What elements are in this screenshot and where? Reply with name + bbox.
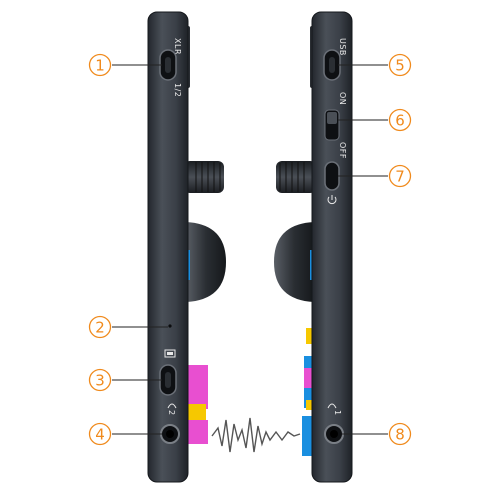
left-gain-knob xyxy=(184,161,224,193)
right-off-label: OFF xyxy=(338,142,347,159)
right-power-switch-slider xyxy=(327,112,337,124)
callout-1: 1 xyxy=(88,53,162,77)
right-audio-jack-inner xyxy=(330,430,338,438)
callout-3-number: 3 xyxy=(95,372,105,390)
callout-2-number: 2 xyxy=(95,319,105,337)
left-xlr-channel-label: 1/2 xyxy=(173,83,182,97)
callout-4-number: 4 xyxy=(95,426,105,444)
right-volume-wheel xyxy=(274,222,314,302)
callout-2: 2 xyxy=(88,315,168,339)
callout-6-number: 6 xyxy=(395,112,405,130)
callout-6: 6 xyxy=(338,108,412,132)
callout-7-number: 7 xyxy=(395,168,405,186)
right-device: USB ON OFF 1 xyxy=(274,11,353,483)
callout-7: 7 xyxy=(338,164,412,188)
callout-1-number: 1 xyxy=(95,57,105,75)
left-volume-wheel xyxy=(186,222,226,302)
right-input-1-label: 1 xyxy=(333,410,342,416)
right-gain-knob xyxy=(276,161,316,193)
sticker-yellow-left xyxy=(186,404,206,424)
left-knob-ridges xyxy=(195,162,221,192)
right-power-button xyxy=(324,161,340,191)
headphone-icon-right xyxy=(327,403,337,409)
headphone-icon-left xyxy=(167,403,177,409)
left-input-2-label: 2 xyxy=(167,410,176,416)
left-device: XLR 1/2 2 xyxy=(147,11,226,483)
right-device-edge xyxy=(311,11,353,483)
left-device-edge xyxy=(147,11,189,483)
left-usbc-port-top-inner xyxy=(165,57,171,73)
sticker-pink-left-2 xyxy=(186,420,208,444)
right-device-body xyxy=(312,12,352,482)
callout-5: 5 xyxy=(338,53,412,77)
callout-8: 8 xyxy=(342,422,412,446)
left-usbc-port-charge-inner xyxy=(165,372,171,388)
battery-icon xyxy=(164,349,176,358)
left-mic-hole xyxy=(168,324,172,328)
callout-8-number: 8 xyxy=(395,426,405,444)
callout-3: 3 xyxy=(88,368,162,392)
sound-wave-path xyxy=(211,417,301,453)
power-icon xyxy=(327,195,337,205)
callout-5-number: 5 xyxy=(395,57,405,75)
right-knob-ridges xyxy=(279,162,305,192)
callouts: 1 2 3 4 5 6 xyxy=(88,53,412,446)
left-audio-jack-inner xyxy=(166,430,174,438)
right-usbc-port-inner xyxy=(329,57,335,73)
right-usb-label: USB xyxy=(338,38,347,56)
callout-4: 4 xyxy=(88,422,162,446)
left-device-body xyxy=(148,12,188,482)
left-xlr-label: XLR xyxy=(173,38,182,55)
right-on-label: ON xyxy=(338,92,347,105)
sticker-pink-right xyxy=(304,368,314,388)
sound-wave xyxy=(211,417,301,453)
